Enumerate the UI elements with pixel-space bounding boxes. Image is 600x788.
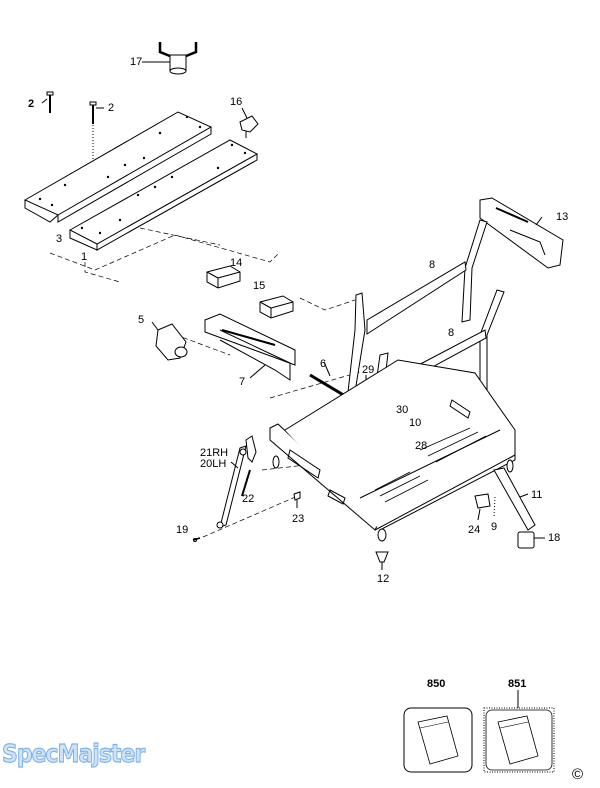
callout-17: 17 — [130, 56, 143, 68]
callout-23: 23 — [292, 513, 305, 525]
part-5-collar — [151, 321, 188, 361]
part-7-bracket — [204, 313, 296, 381]
callout-24: 24 — [468, 524, 481, 536]
callout-28: 28 — [415, 440, 428, 452]
callout-8b: 8 — [448, 327, 455, 339]
part-13-top — [479, 197, 564, 269]
callout-19: 19 — [176, 524, 189, 536]
callout-6: 6 — [320, 358, 327, 370]
watermark-logo: SpecMajster — [1, 740, 145, 770]
worktop-boards — [23, 111, 259, 251]
part-14-pad — [206, 265, 241, 289]
small-hardware — [192, 491, 496, 570]
callout-11: 11 — [531, 489, 543, 501]
callout-8a: 8 — [429, 259, 436, 271]
guide-lines — [49, 227, 361, 538]
callout-15: 15 — [253, 280, 266, 292]
part-2-screws — [41, 91, 104, 175]
callout-29: 29 — [362, 364, 375, 376]
callout-10: 10 — [409, 417, 422, 429]
base-frame — [269, 359, 516, 542]
callout-2a: 2 — [28, 98, 35, 110]
callout-2b: 2 — [108, 102, 115, 114]
callout-30: 30 — [396, 404, 409, 416]
callout-5: 5 — [138, 314, 145, 326]
callout-16: 16 — [230, 96, 243, 108]
kit-boxes — [403, 690, 555, 773]
callout-7: 7 — [239, 376, 246, 388]
kit-851-label: 851 — [508, 678, 527, 690]
kit-850-label: 850 — [427, 678, 446, 690]
part-16-knob — [239, 107, 259, 138]
callout-14: 14 — [230, 257, 243, 269]
part-15-pad — [259, 295, 294, 319]
part-21-20-brace — [216, 435, 257, 529]
callout-20lh: 20LH — [200, 458, 227, 470]
copyright-symbol: © — [572, 766, 584, 783]
callout-21rh: 21RH — [200, 447, 229, 459]
callout-9: 9 — [491, 521, 498, 533]
callout-22: 22 — [242, 493, 255, 505]
callout-3: 3 — [56, 233, 63, 245]
part-17-handle — [142, 42, 198, 75]
part-11-leg — [493, 467, 545, 549]
callout-18: 18 — [548, 532, 561, 544]
callout-1: 1 — [81, 251, 88, 263]
callout-12: 12 — [377, 573, 390, 585]
callout-13: 13 — [556, 211, 569, 223]
